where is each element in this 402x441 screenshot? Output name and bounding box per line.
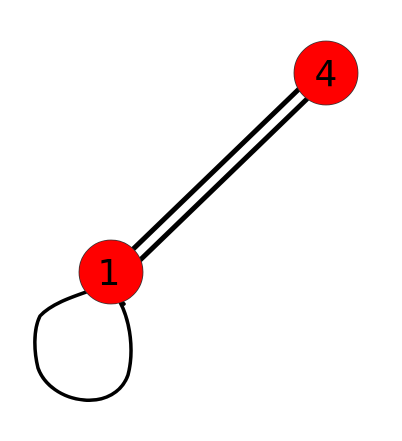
node-1-label: 1 bbox=[98, 253, 121, 294]
self-loop-node-1 bbox=[33, 288, 133, 402]
node-4: 4 bbox=[293, 40, 359, 106]
node-4-circle bbox=[293, 40, 359, 106]
node-4-label: 4 bbox=[315, 54, 338, 95]
node-1: 1 bbox=[78, 239, 144, 305]
node-1-circle bbox=[78, 239, 144, 305]
edge-1-4-line-a bbox=[124, 86, 302, 258]
edge-1-4-line-b bbox=[133, 95, 311, 267]
edge-1-4 bbox=[124, 86, 311, 267]
